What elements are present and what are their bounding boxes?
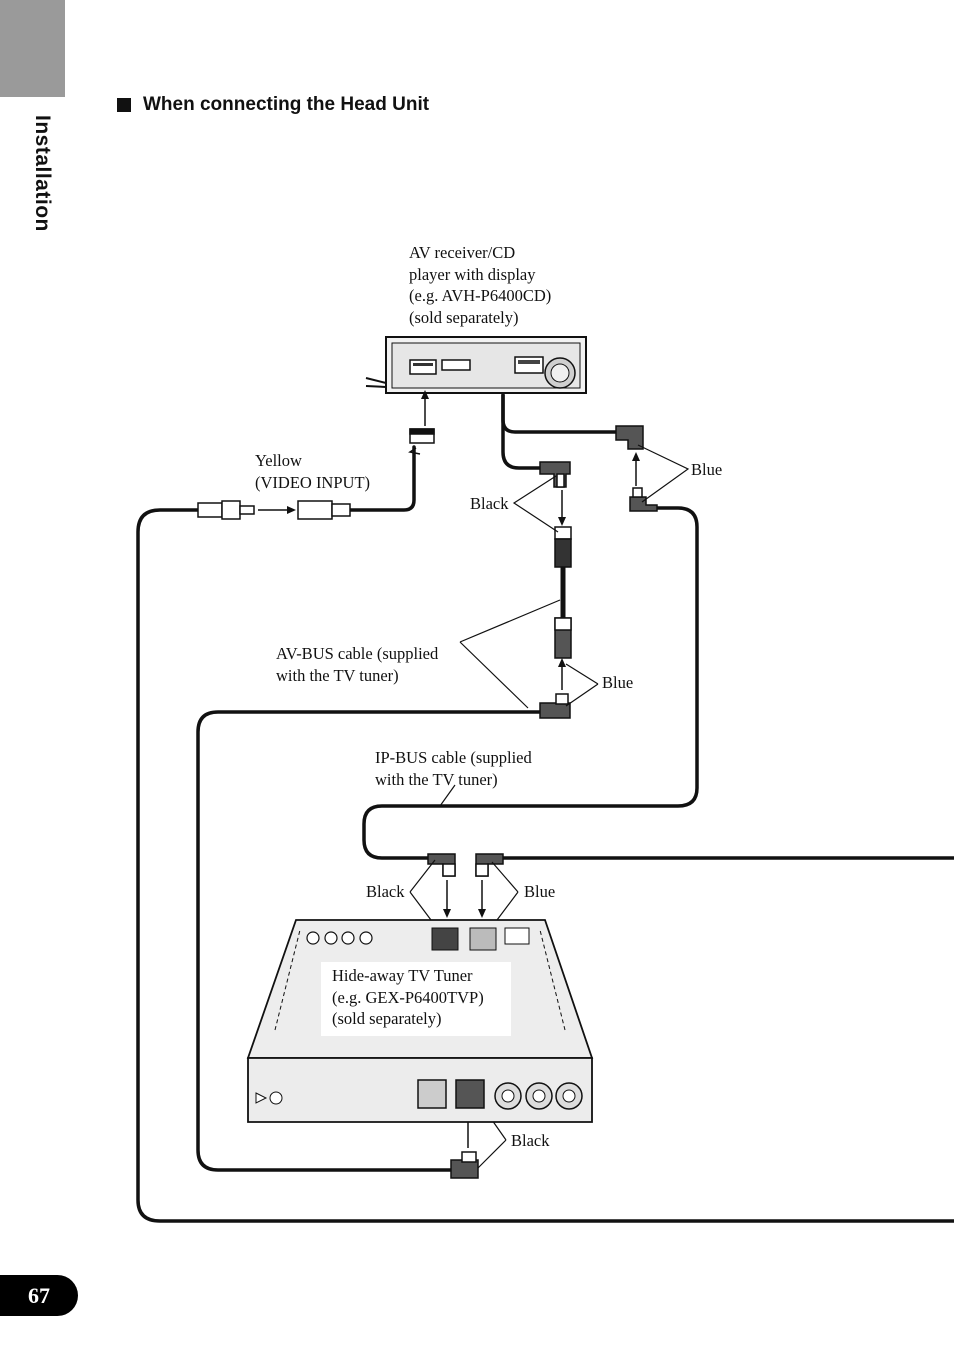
- black-top-label: Black: [470, 494, 509, 513]
- ip-bus-cable-label: IP-BUS cable (supplied with the TV tuner…: [375, 748, 532, 789]
- video-cable: [348, 445, 416, 512]
- av-bus-loop: [196, 710, 542, 1172]
- page-number: 67: [0, 1275, 78, 1316]
- black-bottom-label: Black: [511, 1131, 550, 1150]
- blue-mid-label: Blue: [602, 673, 634, 692]
- section-heading: When connecting the Head Unit: [117, 94, 429, 116]
- av-receiver-label: AV receiver/CD player with display (e.g.…: [409, 243, 552, 327]
- av-bus-cable-label: AV-BUS cable (supplied with the TV tuner…: [276, 644, 439, 685]
- heading-title: When connecting the Head Unit: [143, 94, 430, 115]
- black-tuner-label: Black: [366, 882, 405, 901]
- blue-top-label: Blue: [691, 460, 723, 479]
- outer-loop: [136, 508, 954, 1223]
- section-tab-label: Installation: [31, 115, 54, 232]
- section-tab-marker: [0, 0, 65, 97]
- square-bullet-icon: [117, 98, 131, 112]
- yellow-video-label: Yellow (VIDEO INPUT): [255, 451, 371, 492]
- blue-tuner-label: Blue: [524, 882, 556, 901]
- tuner-label: Hide-away TV Tuner (e.g. GEX-P6400TVP) (…: [332, 966, 484, 1028]
- av-receiver-unit: [365, 336, 587, 394]
- tuner-label-background: [321, 962, 511, 1036]
- ip-bus-cable: [362, 506, 699, 860]
